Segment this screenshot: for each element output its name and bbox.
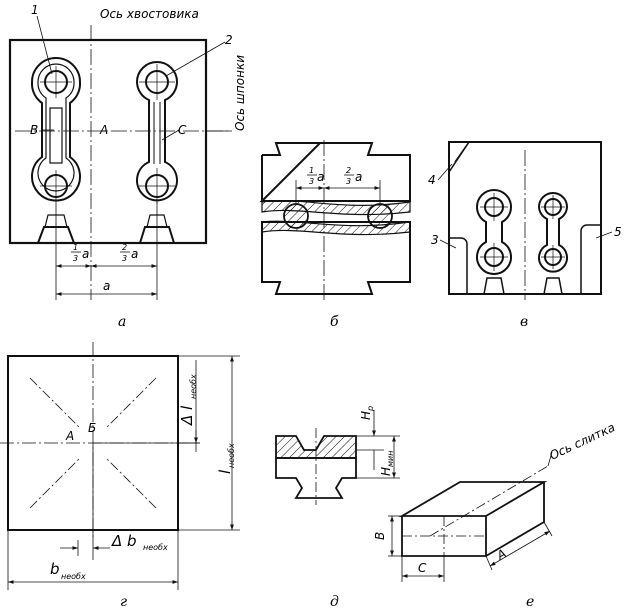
dim-A-e: A xyxy=(494,546,509,563)
callout-3: 3 xyxy=(431,233,439,247)
b-dim-right-var: a xyxy=(355,170,362,184)
b-dim-left-num: 1 xyxy=(309,166,314,175)
key-axis-label: Ось шпонки xyxy=(233,55,247,131)
cavity-v-1 xyxy=(475,189,513,295)
dim-third-num: 1 xyxy=(73,243,78,252)
dim-third-var: a xyxy=(82,247,89,261)
dim-delta-l: Δ l xyxy=(178,405,196,426)
b-dim-left-var: a xyxy=(317,170,324,184)
dim-Hp: H xyxy=(359,411,373,420)
panel-a-dimensions xyxy=(55,200,158,300)
dim-l: l xyxy=(216,469,234,474)
label-A-g: А xyxy=(65,429,74,443)
dim-Hmin: H xyxy=(379,467,393,476)
dim-delta-l-sub: необх xyxy=(189,374,198,399)
dim-b: b xyxy=(50,560,60,578)
dim-l-sub: необх xyxy=(227,443,236,468)
caption-a: а xyxy=(118,314,126,330)
lock-right xyxy=(580,224,601,294)
b-dim-right-den: 3 xyxy=(346,177,351,186)
caption-v: в xyxy=(520,314,528,330)
dim-delta-b-sub: необх xyxy=(143,543,168,552)
panel-e: Ось слитка A B C е xyxy=(373,420,617,610)
callout-5: 5 xyxy=(614,225,622,239)
dim-Hp-sub: р xyxy=(366,406,375,412)
dim-B-e: B xyxy=(373,532,387,540)
panel-v: 4 3 5 в xyxy=(428,141,622,330)
label-B-a: В xyxy=(30,123,38,137)
dim-Hp-group: H р xyxy=(359,406,375,420)
panel-g: А Б Δ l необх l необх Δ b необх b необх … xyxy=(0,342,240,610)
b-dim-left-den: 3 xyxy=(309,177,314,186)
label-C-a: С xyxy=(178,123,187,137)
dim-C-e: C xyxy=(418,561,427,575)
dim-Hmin-group: H мин xyxy=(379,451,395,476)
callout-4: 4 xyxy=(428,173,436,187)
panel-b: 1 3 a 2 3 a б xyxy=(259,140,411,330)
dim-delta-l-group: Δ l необх xyxy=(178,374,198,426)
dim-Hmin-sub: мин xyxy=(386,451,395,467)
upper-die xyxy=(259,142,411,202)
label-A-a: А xyxy=(99,123,108,137)
dim-b-sub: необх xyxy=(61,572,86,581)
cavity-v-2 xyxy=(537,192,569,295)
ingot-box xyxy=(398,481,548,557)
dim-a: a xyxy=(103,279,110,293)
guide-corner xyxy=(448,141,471,175)
dim-two-thirds-den: 3 xyxy=(122,254,127,263)
billet-lower xyxy=(275,457,357,499)
lower-die xyxy=(261,221,411,295)
ingot-axis-label: Ось слитка xyxy=(547,420,617,463)
dim-two-thirds-var: a xyxy=(131,247,138,261)
caption-d: д xyxy=(330,594,339,610)
dim-l-group: l необх xyxy=(216,443,236,474)
caption-b: б xyxy=(330,314,339,330)
ingot-axis-line xyxy=(429,465,549,537)
b-dim-right-num: 2 xyxy=(346,166,351,175)
dim-two-thirds-num: 2 xyxy=(122,243,127,252)
callout-2: 2 xyxy=(225,33,233,47)
upper-die-outline xyxy=(261,155,411,202)
caption-e: е xyxy=(526,594,534,610)
panel-d: H р H мин д xyxy=(275,406,400,610)
bead-right xyxy=(367,203,393,229)
dim-delta-b: Δ b xyxy=(111,532,137,550)
label-B-g: Б xyxy=(88,421,96,435)
shank-axis-label: Ось хвостовика xyxy=(100,7,199,21)
caption-g: г xyxy=(120,594,127,610)
bead-left xyxy=(283,203,309,229)
panel-a: 1 2 Ось хвостовика Ось шпонки В А С 1 3 … xyxy=(8,3,247,330)
lock-left xyxy=(449,237,468,294)
dim-third-den: 3 xyxy=(73,254,78,263)
die-block-outline xyxy=(8,38,208,245)
callout-1: 1 xyxy=(31,3,39,17)
